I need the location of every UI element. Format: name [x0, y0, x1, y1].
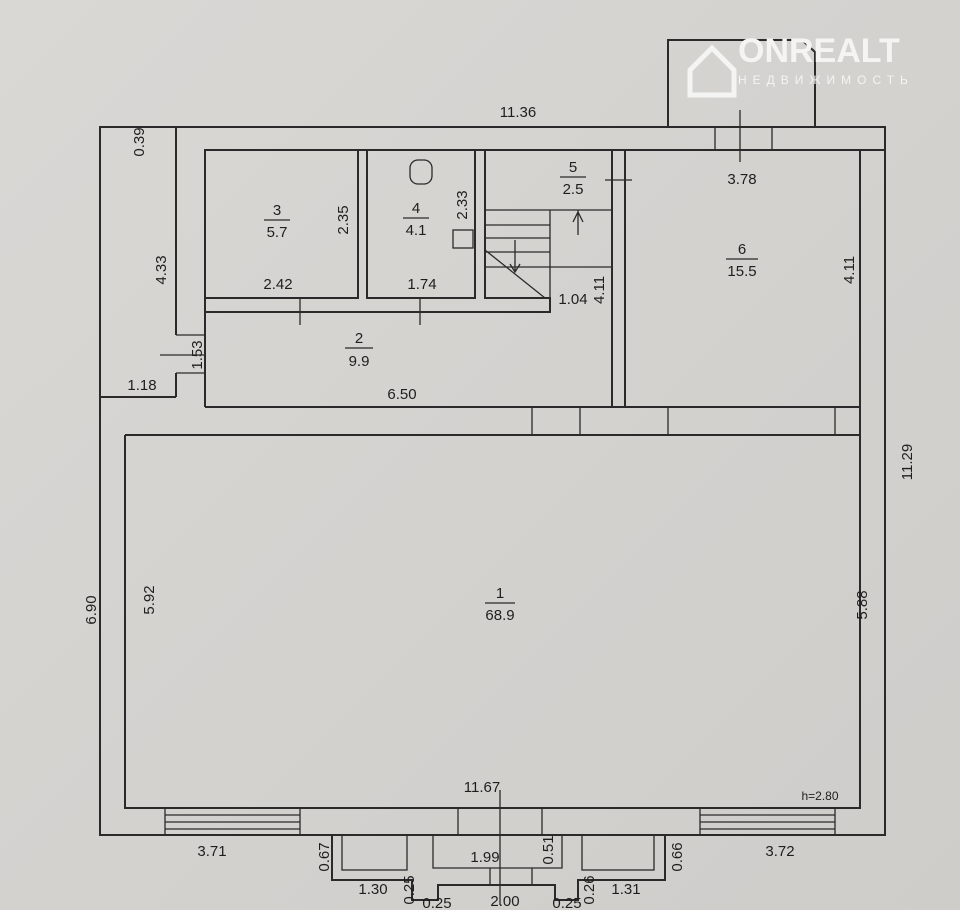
svg-text:2.5: 2.5 [563, 181, 584, 198]
svg-text:9.9: 9.9 [349, 353, 370, 370]
dim: 6.90 [83, 595, 100, 624]
house-logo-icon [687, 44, 737, 98]
dimension-labels: 11.36 0.39 4.33 1.18 1.53 2.35 2.42 2.33… [83, 104, 916, 910]
dim: 3.78 [727, 171, 756, 188]
walls [99, 39, 886, 905]
dim: 1.04 [558, 291, 587, 308]
watermark-brand: ONREALT [738, 32, 900, 70]
dim: 11.36 [500, 104, 536, 121]
dim: 0.25 [422, 895, 451, 910]
dim: 0.51 [540, 835, 557, 864]
dim: 1.18 [127, 377, 156, 394]
svg-text:6: 6 [738, 241, 746, 258]
dim: 5.92 [141, 585, 158, 614]
dim: 0.25 [401, 875, 418, 904]
watermark: ONREALT НЕДВИЖИМОСТЬ [687, 32, 914, 98]
dim: 11.29 [899, 444, 916, 480]
dim: 2.33 [454, 190, 471, 219]
room-3: 35.7 [264, 202, 290, 241]
dim: 4.11 [841, 256, 858, 284]
dim: 11.67 [464, 779, 500, 796]
dim: 2.35 [335, 205, 352, 234]
dim: 2.00 [490, 893, 519, 910]
toilet-icon [409, 159, 433, 185]
dim: 1.31 [611, 881, 640, 898]
svg-text:68.9: 68.9 [485, 607, 514, 624]
dim: 5.88 [854, 590, 871, 619]
dim: 4.33 [153, 255, 170, 284]
svg-text:5: 5 [569, 159, 577, 176]
dim: 6.50 [387, 386, 416, 403]
dim: 0.25 [552, 895, 581, 910]
dim: 3.71 [197, 843, 226, 860]
watermark-subtitle: НЕДВИЖИМОСТЬ [738, 73, 914, 87]
dim: 1.74 [407, 276, 436, 293]
svg-text:1: 1 [496, 585, 504, 602]
dim: 0.66 [669, 842, 686, 871]
dim: 1.99 [470, 849, 499, 866]
svg-text:2: 2 [355, 330, 363, 347]
room-2: 29.9 [345, 330, 373, 370]
ceiling-height: h=2.80 [801, 789, 838, 803]
svg-text:3: 3 [273, 202, 281, 219]
svg-text:4: 4 [412, 200, 420, 217]
svg-text:4.1: 4.1 [406, 222, 427, 239]
dim: 1.30 [358, 881, 387, 898]
dim: 2.42 [263, 276, 292, 293]
sink-icon [452, 229, 474, 249]
svg-text:15.5: 15.5 [727, 263, 756, 280]
svg-text:5.7: 5.7 [267, 224, 288, 241]
dim: 0.67 [316, 842, 333, 871]
dim: 3.72 [765, 843, 794, 860]
dim: 0.26 [581, 875, 598, 904]
room-labels: 168.9 29.9 35.7 44.1 52.5 615.5 [264, 159, 758, 624]
room-1: 168.9 [485, 585, 515, 624]
dim: 4.11 [591, 276, 608, 304]
dim: 0.39 [131, 127, 148, 156]
dim: 1.53 [189, 340, 206, 369]
room-6: 615.5 [726, 241, 758, 280]
room-5: 52.5 [560, 159, 586, 198]
room-4: 44.1 [403, 200, 429, 239]
